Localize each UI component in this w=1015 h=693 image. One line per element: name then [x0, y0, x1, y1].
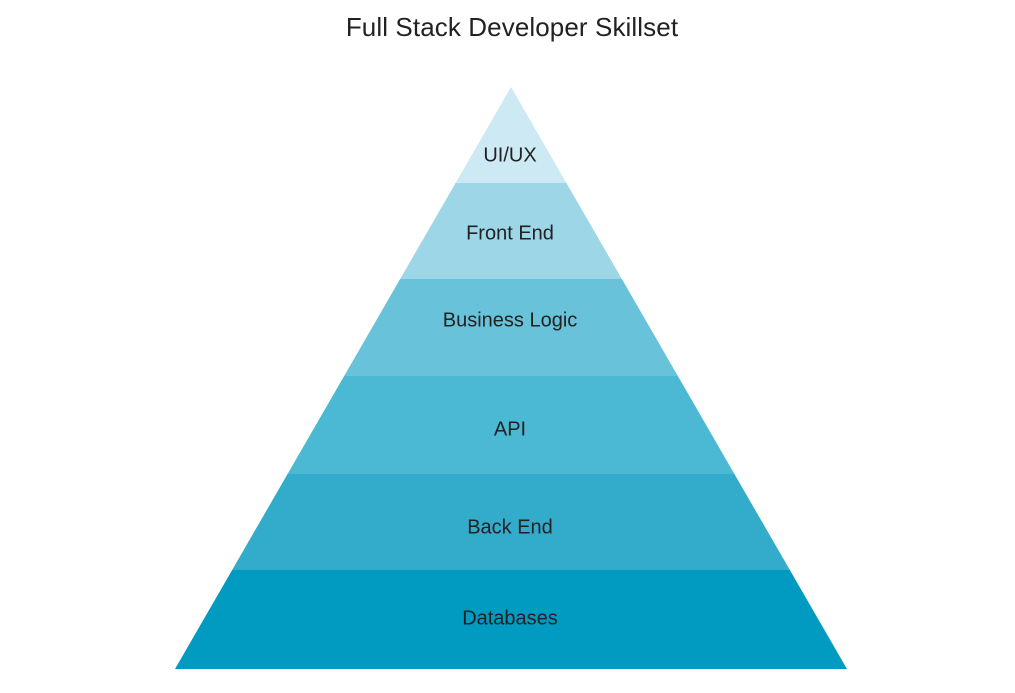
pyramid-layer-label: Front End: [466, 222, 554, 244]
pyramid-layer-label: Business Logic: [443, 309, 578, 331]
pyramid-layer-label: Back End: [467, 516, 553, 538]
pyramid-layer-label: API: [494, 418, 526, 440]
pyramid-layer-front-end: [400, 183, 622, 279]
pyramid-layer-ui-ux: [455, 87, 567, 183]
pyramid-layer-databases: [175, 570, 847, 669]
pyramid-layer-label: UI/UX: [483, 144, 536, 166]
pyramid-layer-api: [287, 376, 735, 474]
diagram-title: Full Stack Developer Skillset: [345, 12, 679, 42]
pyramid-layer-business-logic: [344, 279, 678, 376]
pyramid-layer-back-end: [232, 474, 790, 570]
pyramid-layer-label: Databases: [462, 607, 558, 629]
